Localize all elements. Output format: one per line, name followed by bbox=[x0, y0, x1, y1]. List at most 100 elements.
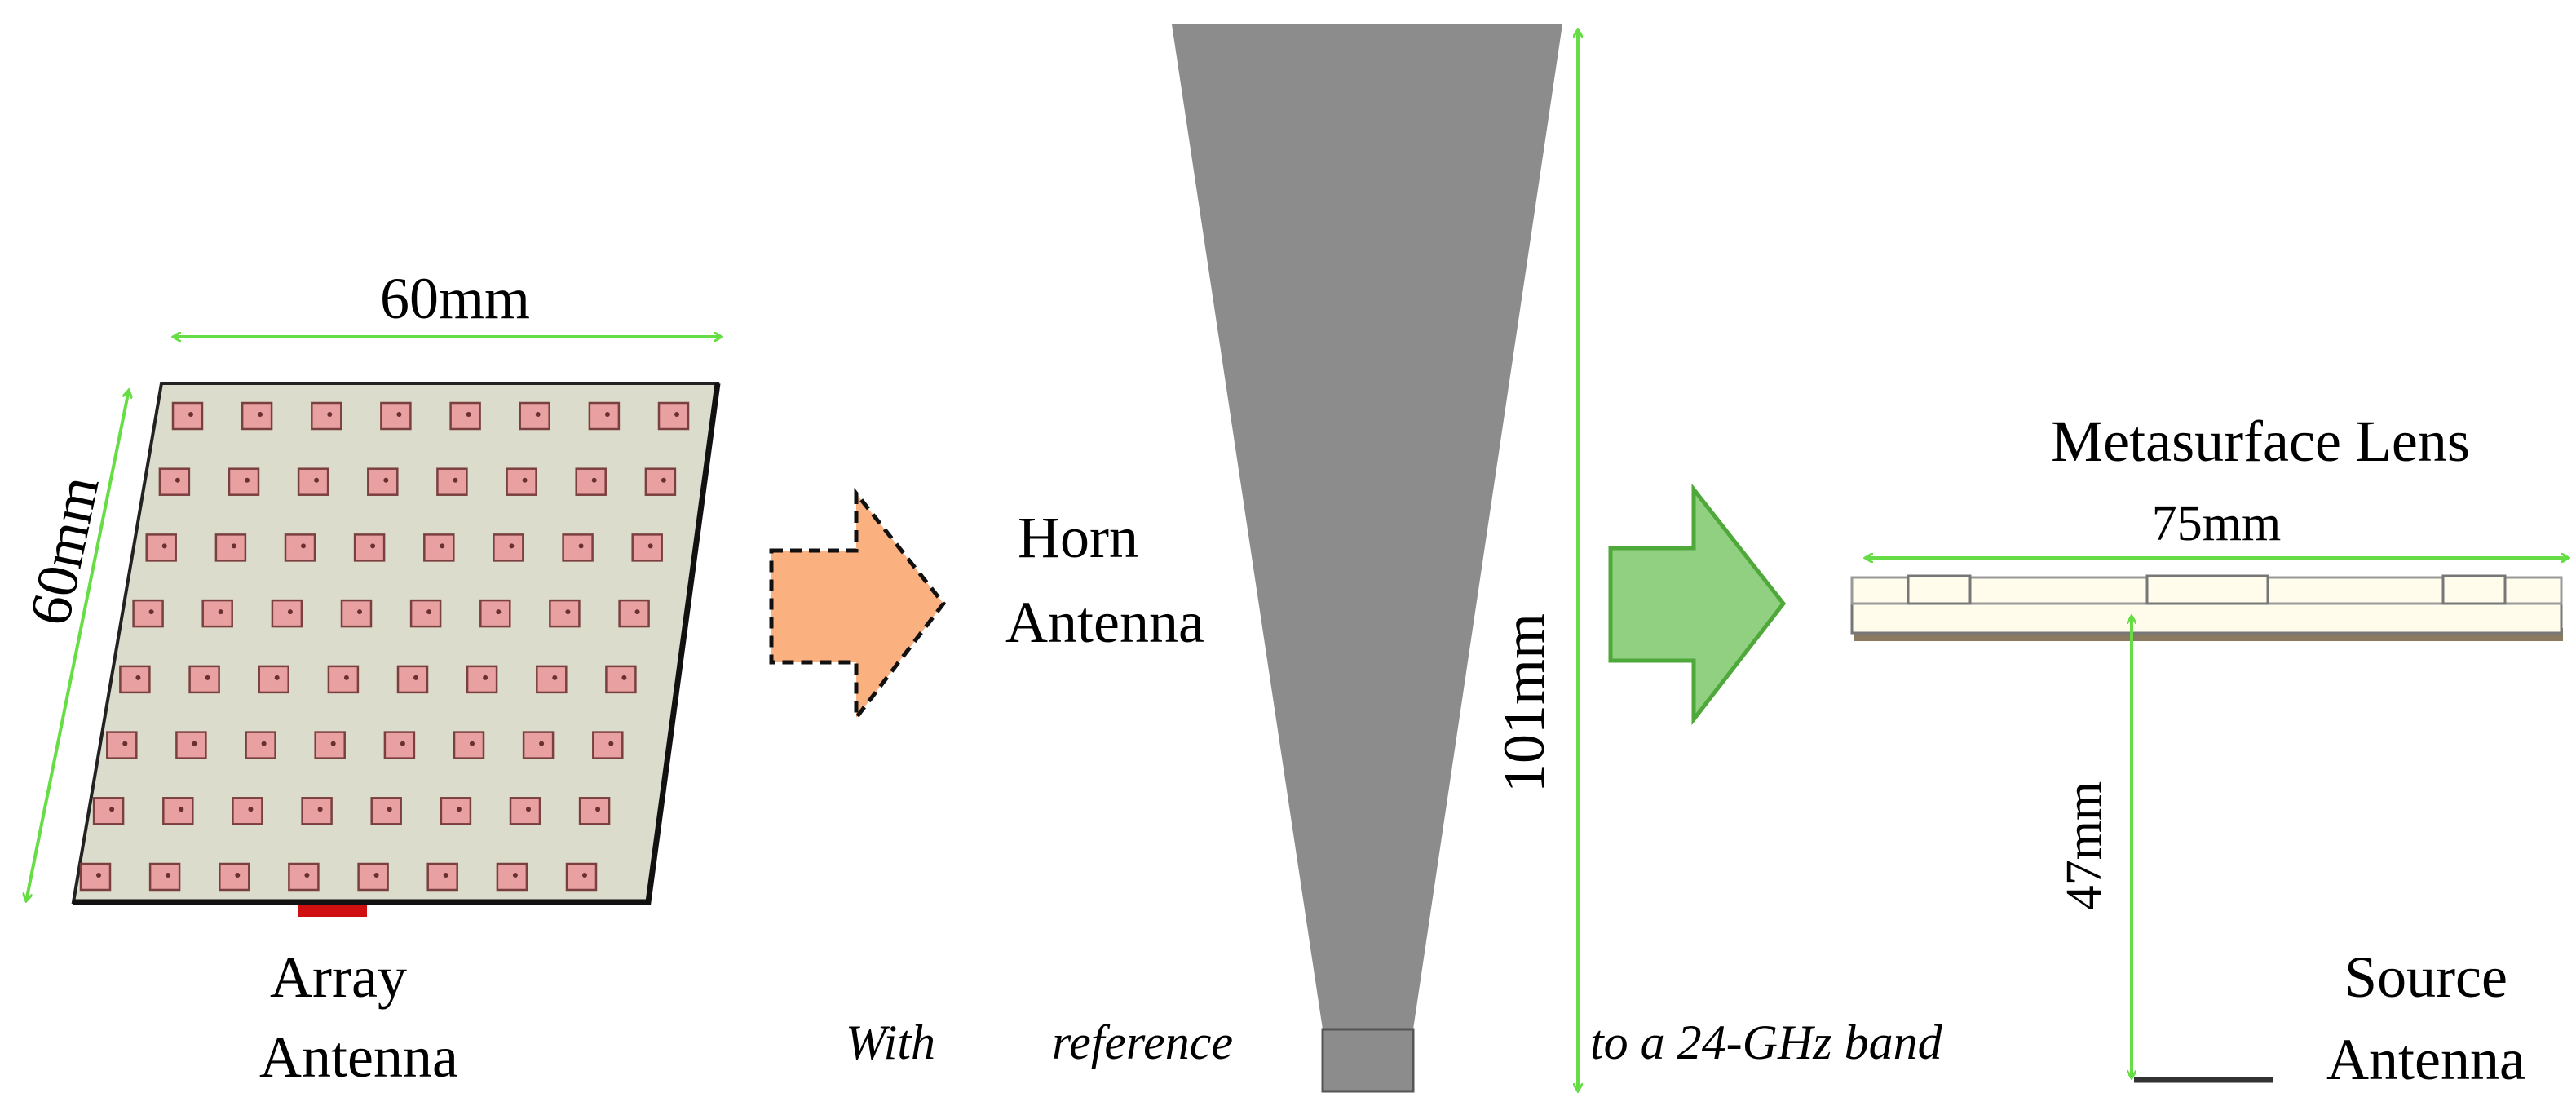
array-patch-feed-point bbox=[261, 741, 267, 746]
array-patch-feed-point bbox=[188, 412, 193, 417]
array-patch-element bbox=[367, 467, 399, 496]
array-patch-element bbox=[549, 599, 581, 628]
array-patch-element bbox=[519, 401, 550, 431]
array-patch-feed-point bbox=[440, 543, 445, 549]
array-patch-element bbox=[644, 467, 677, 496]
array-patch-element bbox=[175, 731, 207, 759]
array-patch-element bbox=[396, 665, 429, 694]
array-patch-feed-point bbox=[535, 412, 541, 417]
array-patch-feed-point bbox=[674, 412, 679, 417]
array-patch-feed-point bbox=[166, 873, 171, 878]
array-patch-feed-point bbox=[595, 807, 601, 812]
array-width-dimension-label: 60mm bbox=[380, 266, 530, 331]
array-patch-element bbox=[119, 665, 151, 694]
source-antenna-label-line2: Antenna bbox=[2326, 1027, 2525, 1092]
array-patch-feed-point bbox=[608, 741, 614, 746]
array-patch-feed-point bbox=[453, 477, 458, 483]
horn-antenna-label-line1: Horn bbox=[1018, 505, 1138, 570]
array-patch-element bbox=[311, 401, 342, 431]
array-patch-element bbox=[479, 599, 511, 628]
source-antenna-label-line1: Source bbox=[2344, 945, 2508, 1010]
array-patch-element bbox=[162, 797, 194, 825]
array-patch-element bbox=[258, 665, 289, 694]
array-patch-feed-point bbox=[470, 741, 475, 746]
array-patch-feed-point bbox=[314, 477, 320, 483]
array-patch-feed-point bbox=[591, 477, 597, 483]
array-patch-element bbox=[370, 797, 402, 825]
horn-antenna-waveguide bbox=[1321, 1028, 1415, 1093]
array-patch-feed-point bbox=[509, 543, 515, 549]
array-patch-feed-point bbox=[426, 609, 432, 615]
array-patch-element bbox=[440, 797, 472, 825]
array-patch-element bbox=[618, 599, 650, 628]
array-patch-element bbox=[575, 467, 607, 496]
array-patch-element bbox=[436, 467, 468, 496]
array-patch-element bbox=[132, 599, 164, 628]
array-patch-feed-point bbox=[135, 675, 141, 680]
array-patch-feed-point bbox=[496, 609, 502, 615]
metasurface-lens-base bbox=[1850, 600, 2563, 635]
horn-antenna-group: Horn Antenna 101mm bbox=[1005, 24, 1578, 1091]
array-patch-element bbox=[353, 533, 386, 562]
array-patch-element bbox=[380, 401, 412, 431]
array-patch-feed-point bbox=[96, 873, 101, 878]
array-patch-element bbox=[522, 731, 555, 759]
array-patch-element bbox=[562, 533, 594, 562]
array-patch-element bbox=[232, 797, 263, 825]
array-patch-element bbox=[426, 862, 458, 892]
array-antenna-label-line1: Array bbox=[270, 945, 407, 1010]
array-patch-element bbox=[565, 862, 598, 892]
array-patch-feed-point bbox=[661, 477, 666, 483]
array-patch-feed-point bbox=[483, 675, 488, 680]
array-patch-feed-point bbox=[175, 477, 180, 483]
array-antenna-label-line2: Antenna bbox=[259, 1024, 458, 1090]
array-patch-feed-point bbox=[582, 873, 587, 878]
array-patch-element bbox=[592, 731, 624, 759]
array-patch-feed-point bbox=[122, 741, 128, 746]
array-patch-element bbox=[357, 862, 389, 892]
array-patch-element bbox=[106, 731, 138, 759]
array-patch-feed-point bbox=[526, 807, 531, 812]
caption: With reference to a 24-GHz band bbox=[846, 1015, 1943, 1069]
array-patch-feed-point bbox=[522, 477, 528, 483]
array-patch-feed-point bbox=[235, 873, 241, 878]
array-patch-element bbox=[301, 797, 333, 825]
array-patch-feed-point bbox=[539, 741, 545, 746]
array-patch-feed-point bbox=[161, 543, 167, 549]
array-patch-element bbox=[631, 533, 663, 562]
array-patch-element bbox=[188, 665, 220, 694]
array-antenna-board-edge bbox=[73, 383, 721, 905]
array-patch-element bbox=[578, 797, 611, 825]
array-patch-element bbox=[493, 533, 524, 562]
array-patch-feed-point bbox=[192, 741, 197, 746]
array-patch-element bbox=[297, 467, 329, 496]
array-patch-element bbox=[284, 533, 316, 562]
array-patch-element bbox=[340, 599, 373, 628]
array-patch-element bbox=[453, 731, 485, 759]
array-patch-element bbox=[409, 599, 442, 628]
array-patch-feed-point bbox=[301, 543, 306, 549]
array-patch-feed-point bbox=[621, 675, 627, 680]
horn-antenna-flare bbox=[1172, 24, 1562, 1029]
array-patch-element bbox=[145, 533, 177, 562]
array-patch-element bbox=[327, 665, 360, 694]
array-patch-element bbox=[92, 797, 125, 825]
caption-word-with: With bbox=[846, 1015, 935, 1069]
array-patch-element bbox=[449, 401, 481, 431]
array-patch-element bbox=[158, 467, 191, 496]
lens-top-block-right bbox=[2441, 574, 2507, 605]
array-patch-feed-point bbox=[443, 873, 448, 878]
array-patch-element bbox=[509, 797, 541, 825]
array-patch-element bbox=[245, 731, 276, 759]
array-patch-element bbox=[79, 862, 112, 892]
array-patch-feed-point bbox=[565, 609, 571, 615]
array-patch-feed-point bbox=[370, 543, 376, 549]
array-patch-feed-point bbox=[373, 873, 379, 878]
array-patch-feed-point bbox=[578, 543, 584, 549]
array-patch-element bbox=[148, 862, 181, 892]
metasurface-lens-group: Metasurface Lens 75mm 47mm Source Antenn… bbox=[1850, 409, 2569, 1092]
horn-height-dimension-label: 101mm bbox=[1491, 613, 1557, 793]
array-patch-element bbox=[214, 533, 247, 562]
array-patch-feed-point bbox=[330, 741, 336, 746]
array-patch-feed-point bbox=[231, 543, 236, 549]
